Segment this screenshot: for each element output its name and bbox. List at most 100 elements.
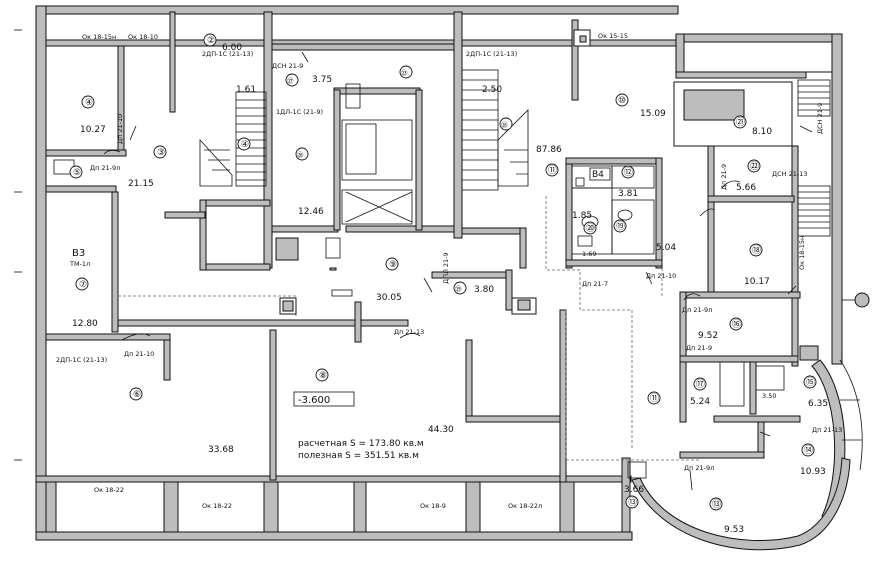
svg-text:Дп 21-10: Дп 21-10	[116, 114, 124, 144]
edge-ticks	[14, 29, 22, 461]
area-room-29: 3.80	[474, 285, 494, 295]
svg-text:Дп 21-7: Дп 21-7	[582, 280, 608, 288]
area-room-3: 21.15	[128, 179, 154, 189]
room-marker-10: ⑩	[615, 93, 629, 107]
fixtures	[53, 29, 819, 479]
room-marker-4b: ④	[237, 137, 251, 151]
stairs-middle	[461, 69, 529, 191]
room-marker-12: ⑫	[621, 165, 635, 179]
area-room-18: 10.17	[744, 277, 770, 287]
room-marker-22: ㉒	[747, 159, 761, 173]
useful-area-total: полезная S = 351.51 кв.м	[298, 451, 419, 461]
area-room-14: 10.93	[800, 467, 826, 477]
b4-mark: В4	[592, 170, 604, 180]
b3-sub: ТМ-1л	[69, 260, 90, 268]
room-marker-13b: ⑬	[625, 495, 639, 509]
svg-text:㉑: ㉑	[736, 117, 745, 128]
area-room-16: 9.52	[698, 331, 718, 341]
svg-text:⑦: ⑦	[79, 280, 87, 290]
svg-text:㉘: ㉘	[501, 121, 508, 129]
room-marker-20: ⑳	[583, 221, 597, 235]
area-room-22: 5.66	[736, 183, 756, 193]
svg-text:⑬: ⑬	[712, 499, 721, 510]
svg-text:Ок 15-15: Ок 15-15	[598, 32, 628, 40]
area-room-4: 10.27	[80, 125, 106, 135]
svg-text:Дп 21-9л: Дп 21-9л	[90, 164, 120, 172]
misc-marks: -3.600 В3 ТМ-1л В4	[69, 167, 611, 407]
svg-text:Дп 21-9: Дп 21-9	[720, 164, 728, 190]
room-marker-6: ⑥	[129, 387, 143, 401]
area-small-3: 1.69	[582, 250, 596, 258]
area-room-13: 9.53	[724, 525, 744, 535]
svg-text:⑤: ⑤	[73, 168, 81, 178]
svg-text:⑰: ⑰	[696, 379, 705, 390]
room-areas: 10.27 21.15 6.00 12.80 33.68 44.30 30.05…	[72, 43, 828, 535]
room-marker-11b: ⑪	[647, 391, 661, 405]
room-marker-15: ⑮	[803, 375, 817, 389]
room-markers: ④ ⑤ ② ③ ④ ⑦ ⑥ ⑧ ⑨ ㉗ ㉓ ㉖ ㉘ ㉙ ⑩ ⑪ ⑪ ⑫ ⑲ ⑳ …	[69, 33, 817, 511]
room-marker-19: ⑲	[613, 219, 627, 233]
svg-text:Ок 18-22: Ок 18-22	[202, 502, 232, 510]
area-small-5: 3.66	[624, 485, 644, 495]
calc-area-total: расчетная S = 173.80 кв.м	[298, 439, 424, 449]
svg-text:Дп 21-10: Дп 21-10	[646, 272, 676, 280]
svg-text:Ок 18-15н: Ок 18-15н	[798, 236, 806, 270]
svg-text:⑱: ⑱	[752, 245, 761, 256]
svg-text:Дп 21-10: Дп 21-10	[124, 350, 154, 358]
area-room-15: 6.35	[808, 399, 828, 409]
area-room-6: 33.68	[208, 445, 234, 455]
room-marker-14: ⑭	[801, 443, 815, 457]
svg-text:ДСН 21-13: ДСН 21-13	[772, 170, 807, 178]
area-room-19: 5.04	[656, 243, 676, 253]
svg-text:⑲: ⑲	[616, 221, 625, 232]
area-room-8: 44.30	[428, 425, 454, 435]
svg-text:Ок 18-15н: Ок 18-15н	[82, 33, 116, 41]
svg-text:2ДП-1С (21-13): 2ДП-1С (21-13)	[202, 50, 253, 58]
room-marker-28: ㉘	[499, 117, 513, 131]
svg-text:④: ④	[241, 140, 249, 150]
outer-walls	[35, 5, 843, 541]
svg-text:⑥: ⑥	[133, 390, 141, 400]
room-marker-21: ㉑	[733, 115, 747, 129]
room-marker-4: ④	[81, 95, 95, 109]
svg-text:④: ④	[85, 98, 93, 108]
svg-text:Дп 21-13: Дп 21-13	[812, 426, 842, 434]
area-room-7: 12.80	[72, 319, 98, 329]
svg-text:1ДЛ-1С (21-9): 1ДЛ-1С (21-9)	[276, 108, 323, 116]
area-room-9: 30.05	[376, 293, 402, 303]
room-marker-8: ⑧	[315, 368, 329, 382]
door-swings	[103, 51, 813, 491]
level-mark: -3.600	[298, 395, 330, 406]
area-room-10: 15.09	[640, 109, 666, 119]
area-small-2: 2.50	[482, 85, 502, 95]
wc-core	[571, 165, 655, 255]
svg-text:⑨: ⑨	[389, 260, 397, 270]
room-marker-16: ⑯	[729, 317, 743, 331]
svg-text:㉒: ㉒	[750, 161, 759, 172]
svg-text:②: ②	[207, 36, 215, 46]
b3-mark: В3	[72, 248, 85, 259]
room-marker-18: ⑱	[749, 243, 763, 257]
svg-text:2ДП-1С (21-13): 2ДП-1С (21-13)	[466, 50, 517, 58]
area-room-12: 3.81	[618, 189, 638, 199]
svg-text:③: ③	[157, 148, 165, 158]
area-small-1: 1.61	[236, 85, 256, 95]
room-marker-17: ⑰	[693, 377, 707, 391]
svg-text:ДСН 21-9: ДСН 21-9	[272, 62, 303, 70]
svg-text:⑪: ⑪	[548, 165, 557, 176]
svg-text:㉙: ㉙	[455, 285, 462, 293]
area-small-6: 3.50	[762, 392, 776, 400]
svg-text:㉖: ㉖	[297, 151, 304, 159]
svg-text:⑪: ⑪	[650, 393, 659, 404]
area-totals: расчетная S = 173.80 кв.м полезная S = 3…	[298, 439, 424, 461]
svg-text:⑧: ⑧	[319, 371, 327, 381]
area-room-2: 6.00	[222, 43, 242, 53]
room-marker-9: ⑨	[385, 257, 399, 271]
svg-text:⑳: ⑳	[586, 223, 595, 234]
room-marker-27: ㉗	[285, 73, 299, 87]
svg-text:⑩: ⑩	[618, 96, 626, 106]
svg-text:Ок 18-9: Ок 18-9	[420, 502, 446, 510]
room-marker-13a: ⑬	[709, 497, 723, 511]
svg-text:Ок 18-22: Ок 18-22	[94, 486, 124, 494]
